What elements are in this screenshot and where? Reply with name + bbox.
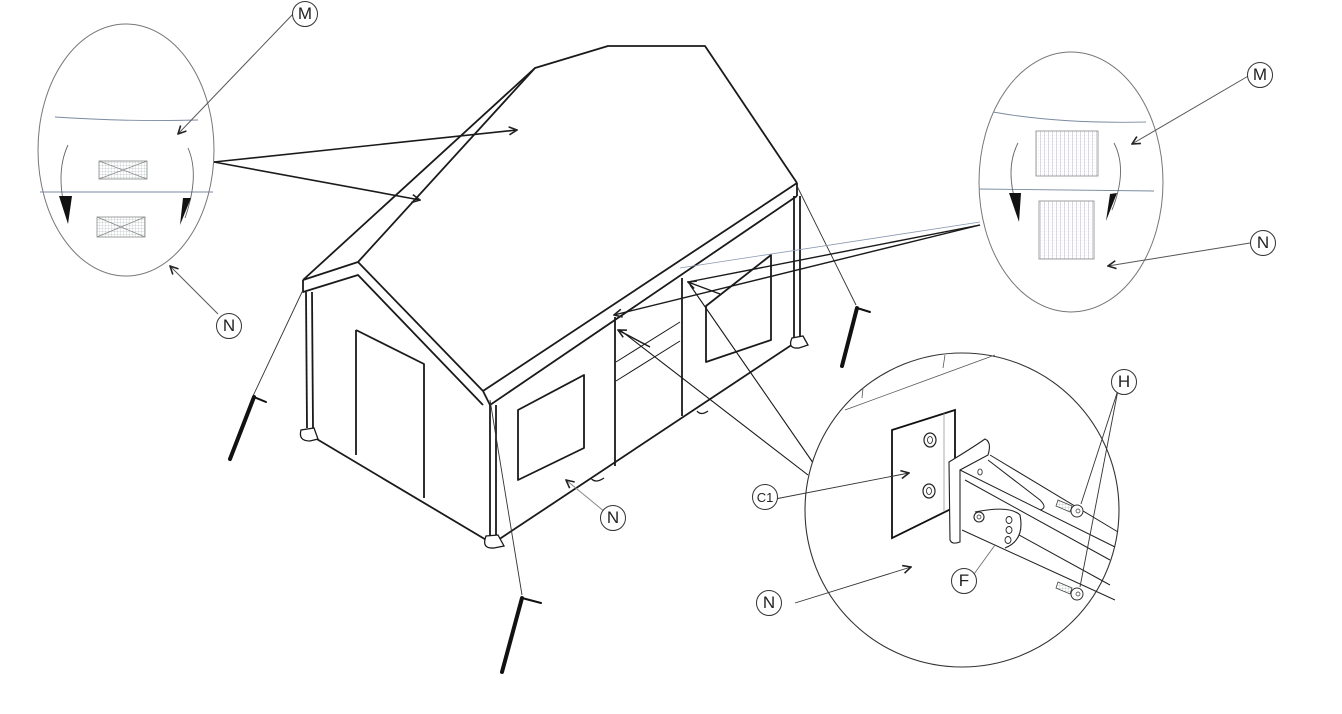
label-F: F bbox=[951, 568, 977, 594]
label-M-left: M bbox=[292, 1, 318, 27]
label-H: H bbox=[1111, 369, 1137, 395]
left-detail-pointers bbox=[213, 130, 517, 200]
right-detail-ellipse bbox=[978, 51, 1164, 313]
callout-M-right bbox=[1132, 74, 1251, 144]
stakes bbox=[228, 306, 871, 674]
label-M-right: M bbox=[1247, 62, 1273, 88]
tent-body bbox=[302, 45, 801, 542]
label-N-left: N bbox=[216, 313, 242, 339]
screw-icon bbox=[1055, 581, 1084, 601]
label-N-wall: N bbox=[600, 505, 626, 531]
callout-N-right bbox=[1108, 242, 1251, 266]
label-N-detail: N bbox=[756, 590, 782, 616]
bracket-detail-pointers bbox=[619, 284, 819, 476]
bracket-detail-circle bbox=[769, 352, 1120, 668]
callout-M-left bbox=[178, 13, 294, 134]
screw-icon bbox=[1055, 499, 1084, 518]
label-N-right: N bbox=[1250, 230, 1276, 256]
callout-N-left bbox=[170, 266, 219, 315]
right-detail-pointers bbox=[614, 221, 981, 348]
pole-feet bbox=[299, 335, 809, 549]
left-detail-ellipse bbox=[37, 23, 215, 277]
callout-N-wall bbox=[566, 480, 606, 513]
label-C1: C1 bbox=[752, 484, 778, 510]
